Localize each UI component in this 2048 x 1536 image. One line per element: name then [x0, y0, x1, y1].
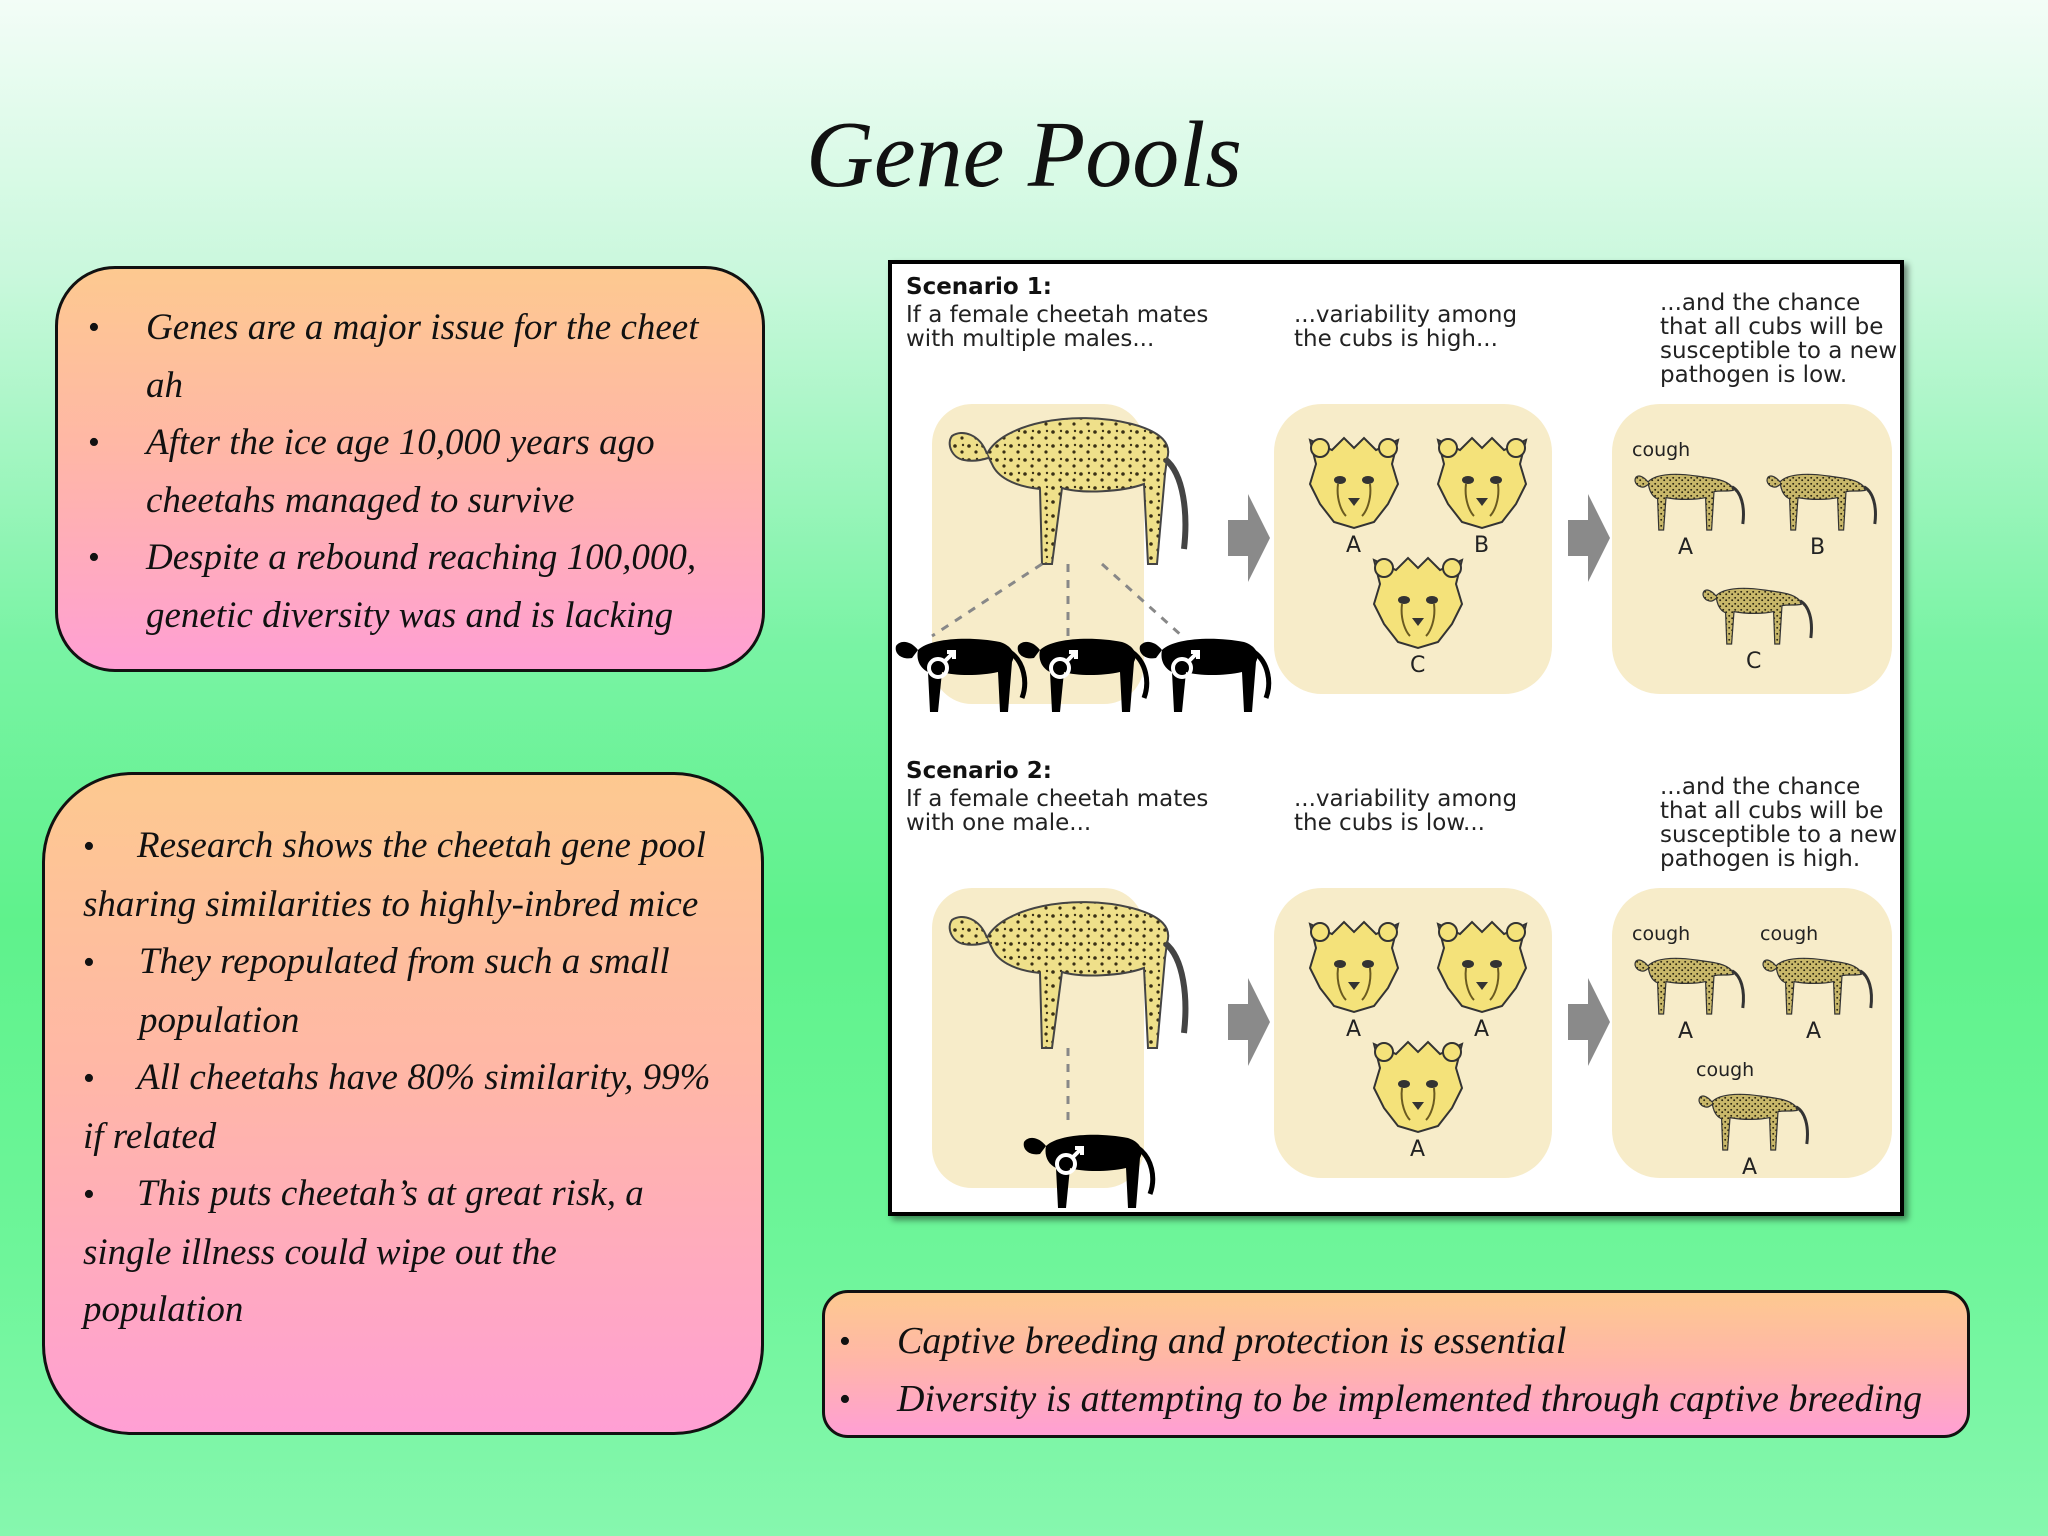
male-symbol-icon — [1055, 1153, 1077, 1175]
male-cheetah — [895, 638, 1028, 712]
bullet-item: • They repopulated from such a small popu… — [83, 933, 725, 1049]
cub-label: B — [1474, 533, 1489, 558]
scenario-heading: Scenario 2: — [906, 758, 1052, 784]
slide-title: Gene Pools — [806, 103, 1242, 207]
bullet-text: They repopulated from such a small popul… — [139, 941, 670, 1041]
description-text: susceptible to a new — [1660, 822, 1897, 848]
adult-label: A — [1678, 1019, 1693, 1044]
description-text: that all cubs will be — [1660, 314, 1883, 340]
bullet-icon: • — [839, 1323, 851, 1360]
bullet-item: •All cheetahs have 80% similarity, 99% i… — [83, 1049, 725, 1165]
healthy-cheetah — [1702, 587, 1813, 645]
bullet-icon: • — [839, 1380, 851, 1418]
sick-cheetah — [1762, 957, 1873, 1015]
description-text: ...and the chance — [1660, 290, 1860, 316]
bullet-item: • Despite a rebound reaching 100,000, gen… — [88, 529, 732, 644]
cub-face — [1436, 436, 1528, 530]
genes-info-box: • Genes are a major issue for the cheet a… — [55, 266, 765, 672]
bullet-icon: • — [83, 828, 95, 865]
cub-label: A — [1346, 533, 1361, 558]
description-text: ...and the chance — [1660, 774, 1860, 800]
male-symbol-icon — [927, 657, 949, 679]
cub-label: A — [1474, 1017, 1489, 1042]
scenario-heading: Scenario 1: — [906, 274, 1052, 300]
arrow-icon — [1568, 494, 1610, 582]
male-cheetah — [1017, 638, 1150, 712]
bullet-icon: • — [88, 309, 100, 346]
bullet-icon: • — [83, 944, 95, 981]
bullet-icon: • — [83, 1176, 95, 1213]
male-symbol-icon — [1049, 657, 1071, 679]
male-cheetah — [1139, 638, 1272, 712]
cub-label: C — [1410, 653, 1425, 678]
bullet-item: • After the ice age 10,000 years ago chee… — [88, 414, 732, 529]
scenario-1: Scenario 1:If a female cheetah mateswith… — [895, 274, 1897, 712]
description-text: with one male... — [906, 810, 1091, 836]
bullet-item: •Research shows the cheetah gene pool sh… — [83, 817, 725, 933]
description-text: with multiple males... — [906, 326, 1154, 352]
description-text: that all cubs will be — [1660, 798, 1883, 824]
cough-label: cough — [1696, 1059, 1754, 1081]
description-text: ...variability among — [1294, 786, 1517, 812]
description-text: pathogen is high. — [1660, 846, 1860, 872]
mother-cheetah — [948, 901, 1189, 1049]
adult-label: B — [1810, 535, 1825, 560]
cub-face — [1436, 920, 1528, 1014]
cub-face — [1372, 1040, 1464, 1134]
description-text: pathogen is low. — [1660, 362, 1847, 388]
mother-cheetah — [948, 417, 1189, 565]
description-text: If a female cheetah mates — [906, 302, 1208, 328]
description-text: ...variability among — [1294, 302, 1517, 328]
adult-label: A — [1742, 1155, 1757, 1180]
bullet-text: All cheetahs have 80% similarity, 99% if… — [83, 1057, 711, 1157]
description-text: susceptible to a new — [1660, 338, 1897, 364]
scenario-2: Scenario 2:If a female cheetah mateswith… — [906, 758, 1897, 1208]
scenario-diagram: Scenario 1:If a female cheetah mateswith… — [895, 274, 1897, 1208]
bullet-item: •This puts cheetah’s at great risk, a si… — [83, 1165, 725, 1339]
cub-face — [1308, 436, 1400, 530]
cub-label: A — [1410, 1137, 1425, 1162]
cough-label: cough — [1632, 439, 1690, 461]
male-cheetah — [1023, 1134, 1156, 1208]
bullet-icon: • — [83, 1060, 95, 1097]
bullet-icon: • — [88, 539, 100, 576]
sick-cheetah — [1634, 473, 1745, 531]
bullet-item: • Genes are a major issue for the cheet a… — [88, 299, 732, 414]
cub-face — [1308, 920, 1400, 1014]
bullet-item: • Diversity is attempting to be implement… — [839, 1371, 1943, 1429]
adult-label: C — [1746, 649, 1761, 674]
bullet-text: This puts cheetah’s at great risk, a sin… — [83, 1173, 644, 1330]
adult-label: A — [1678, 535, 1693, 560]
bullet-text: After the ice age 10,000 years ago cheet… — [146, 422, 655, 521]
bullet-item: • Captive breeding and protection is esse… — [839, 1313, 1943, 1371]
sick-cheetah — [1634, 957, 1745, 1015]
bullet-text: Research shows the cheetah gene pool sha… — [83, 825, 706, 925]
cub-face — [1372, 556, 1464, 650]
bullet-text: Diversity is attempting to be implemente… — [897, 1377, 1923, 1420]
mating-lines — [931, 562, 1184, 638]
description-text: the cubs is high... — [1294, 326, 1498, 352]
bullet-icon: • — [88, 424, 100, 461]
captive-breeding-box: • Captive breeding and protection is esse… — [822, 1290, 1970, 1438]
cough-label: cough — [1632, 923, 1690, 945]
bullet-text: Genes are a major issue for the cheet ah — [146, 307, 699, 406]
bullet-text: Despite a rebound reaching 100,000, gene… — [146, 537, 697, 636]
adult-label: A — [1806, 1019, 1821, 1044]
male-symbol-icon — [1171, 657, 1193, 679]
sick-cheetah — [1698, 1093, 1809, 1151]
arrow-icon — [1568, 978, 1610, 1066]
cough-label: cough — [1760, 923, 1818, 945]
description-text: the cubs is low... — [1294, 810, 1485, 836]
arrow-icon — [1228, 494, 1270, 582]
arrow-icon — [1228, 978, 1270, 1066]
description-text: If a female cheetah mates — [906, 786, 1208, 812]
bullet-text: Captive breeding and protection is essen… — [897, 1320, 1567, 1362]
research-info-box: •Research shows the cheetah gene pool sh… — [42, 772, 764, 1435]
healthy-cheetah — [1766, 473, 1877, 531]
cub-label: A — [1346, 1017, 1361, 1042]
